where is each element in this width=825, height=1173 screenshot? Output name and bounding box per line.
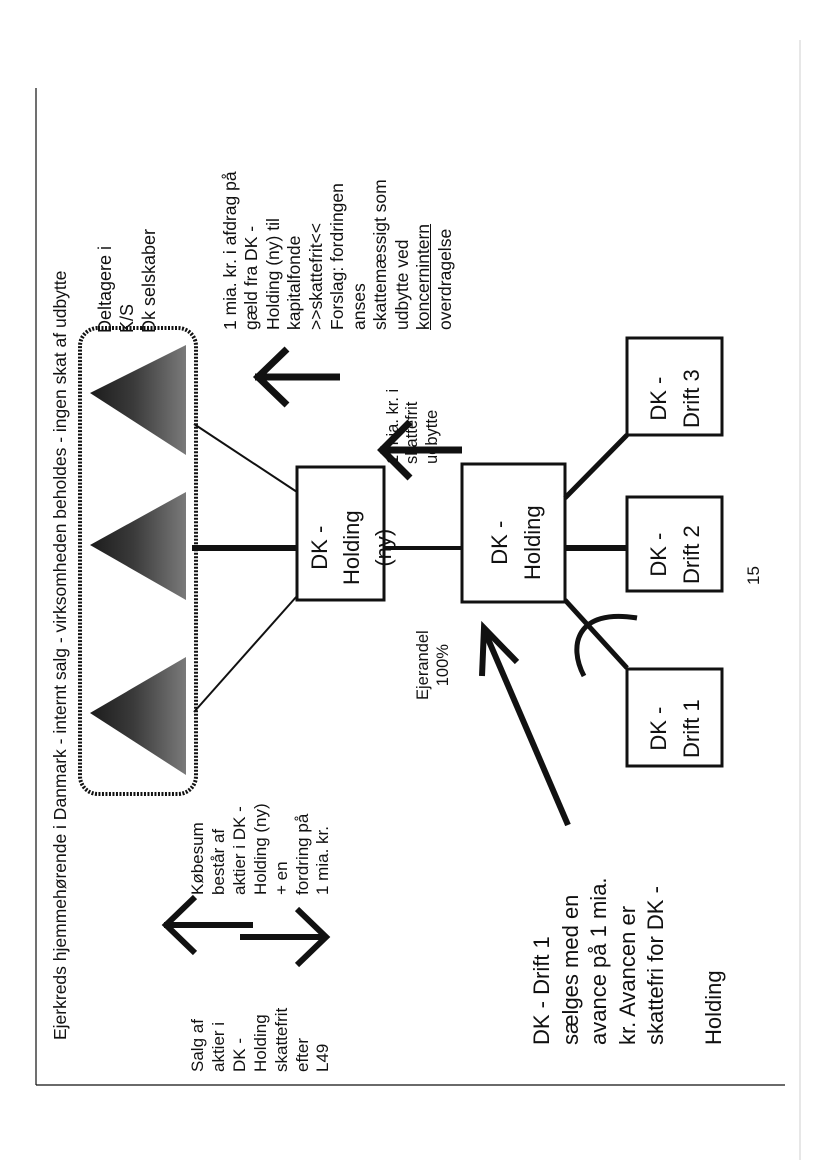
repayment-note-line: 1 mia. kr. i afdrag på [219,171,240,330]
owners-group-box [78,326,198,796]
owner-triangle-middle [90,492,186,600]
purchase-label: Købesum består af aktier i DK - Holding … [188,803,333,895]
box-holding-ny-label: DK - Holding (ny) [307,510,396,585]
connector-holding-drift1 [563,598,629,670]
drift1-note: DK - Drift 1 sælges med en avance på 1 m… [529,877,726,1045]
purchase-arrow-icon [161,894,253,956]
repayment-note-line: udbytte ved [391,239,412,330]
connector-owner-bottom [193,595,298,713]
repayment-note-line: Holding (ny) til [262,218,283,330]
owner-triangle-top [90,345,186,455]
box-drift3-label: DK - Drift 3 [646,369,704,428]
repayment-note-line: anses [348,283,369,330]
repayment-arrow-icon [252,346,340,408]
repayment-note-line: gæld fra DK - [241,225,262,330]
box-drift3 [625,336,724,437]
ownership-label: Ejerandel 100% [414,630,452,700]
repayment-note-line: kapitalfonde [284,235,305,330]
dividend-arrow-icon [377,419,462,481]
repayment-note-line: skattemæssigt som [370,179,391,330]
box-drift2-label: DK - Drift 2 [646,525,704,584]
repayment-note-last: overdragelse [434,228,455,330]
dividend-label: 1 mia. kr. i skattefrit udbytte [384,388,441,464]
repayment-note-underlined: koncernintern [413,223,434,330]
box-holding [460,462,567,604]
box-holding-label: DK - Holding [487,505,545,580]
sale-label: Salg af aktier i DK - Holding skattefrit… [188,1007,333,1072]
repayment-note-line: Forslag: fordringen [327,183,348,330]
box-drift1 [625,667,724,768]
sale-shares-arrow-icon [240,906,331,968]
box-drift1-label: DK - Drift 1 [646,699,704,758]
box-holding-ny [295,465,386,602]
owners-label: Deltagere i K/S Dk selskaber [95,228,159,333]
repayment-note-line: >>skattefrit<< [305,222,326,330]
diagram-title: Ejerkreds hjemmehørende i Danmark - inte… [50,270,70,1040]
owner-triangle-bottom [90,657,186,775]
page-number: 15 [744,566,763,585]
box-drift2 [625,495,724,593]
repayment-note-lines: 1 mia. kr. i afdrag på gæld fra DK - Hol… [220,171,412,330]
connector-holding-drift3 [563,433,629,500]
sale-arrow-icon [479,620,571,827]
connector-owner-top [193,423,298,493]
cut-mark-icon [574,613,638,678]
repayment-note: 1 mia. kr. i afdrag på gæld fra DK - Hol… [198,171,456,330]
